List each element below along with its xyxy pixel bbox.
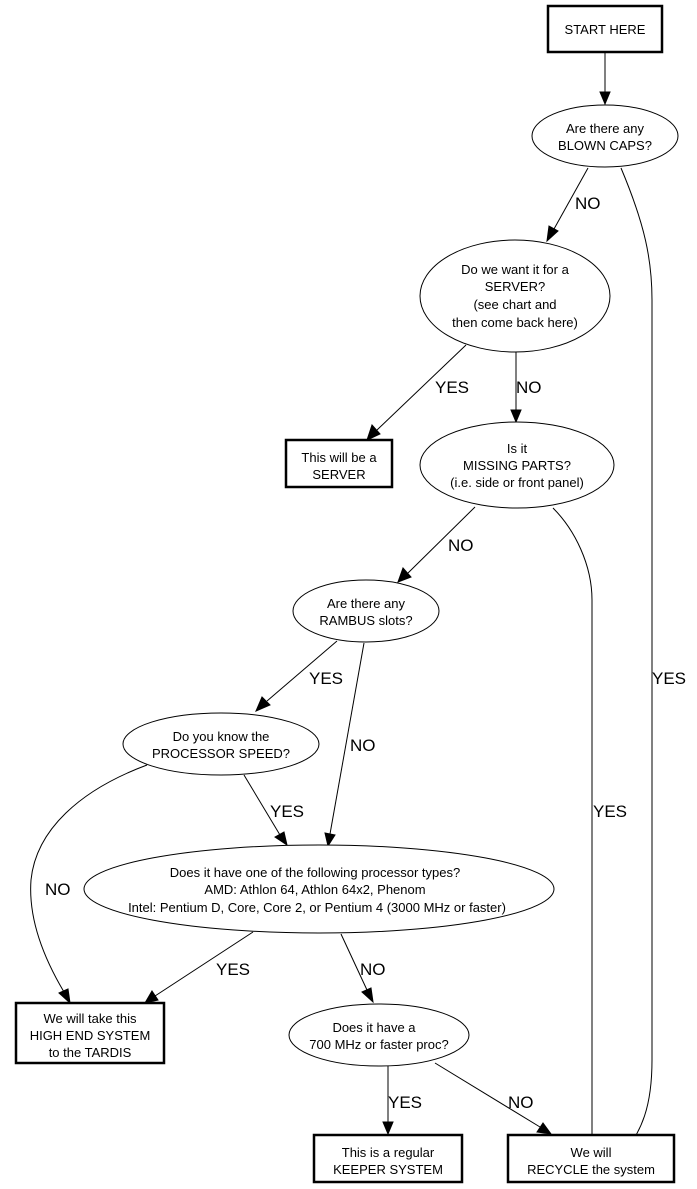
edge-label-blown-caps-yes: YES — [652, 669, 686, 688]
node-missing-parts-line-3: (i.e. side or front panel) — [450, 475, 584, 490]
edge-label-proc-speed-no: NO — [45, 880, 71, 899]
node-processor-speed-line-2: PROCESSOR SPEED? — [152, 746, 290, 761]
node-start-here: START HERE — [546, 4, 664, 54]
edge-label-proc-speed-yes: YES — [270, 802, 304, 821]
edge-blown-caps-no: NO — [546, 167, 601, 243]
node-server-question: Do we want it for a SERVER? (see chart a… — [419, 239, 611, 353]
node-keeper-system: This is a regular KEEPER SYSTEM — [312, 1133, 464, 1184]
edge-proc-speed-no: NO — [30, 764, 148, 1005]
node-recycle: We will RECYCLE the system — [506, 1133, 676, 1184]
edge-missing-parts-yes: YES — [552, 507, 627, 1162]
node-missing-parts: Is it MISSING PARTS? (i.e. side or front… — [419, 421, 615, 509]
edge-label-missing-parts-yes: YES — [593, 802, 627, 821]
edge-missing-parts-no: NO — [397, 506, 476, 583]
edge-proc-types-yes: YES — [143, 931, 254, 1004]
node-recycle-line-1: We will — [571, 1145, 612, 1160]
edge-label-blown-caps-no: NO — [575, 194, 601, 213]
node-missing-parts-line-2: MISSING PARTS? — [463, 458, 571, 473]
node-keeper-system-line-2: KEEPER SYSTEM — [333, 1162, 443, 1177]
node-processor-types-line-3: Intel: Pentium D, Core, Core 2, or Penti… — [128, 900, 506, 915]
node-recycle-line-2: RECYCLE the system — [527, 1162, 655, 1177]
edge-server-no: NO — [510, 351, 542, 424]
node-high-end-system: We will take this HIGH END SYSTEM to the… — [14, 1001, 166, 1065]
node-missing-parts-line-1: Is it — [507, 441, 528, 456]
node-high-end-system-line-1: We will take this — [44, 1011, 137, 1026]
edge-label-rambus-no: NO — [350, 736, 376, 755]
node-processor-types: Does it have one of the following proces… — [83, 844, 555, 934]
edge-label-proc-types-no: NO — [360, 960, 386, 979]
node-processor-speed: Do you know the PROCESSOR SPEED? — [122, 712, 320, 776]
node-server-result: This will be a SERVER — [284, 438, 394, 489]
node-server-question-line-4: then come back here) — [452, 315, 578, 330]
edge-label-700mhz-no: NO — [508, 1093, 534, 1112]
node-server-question-line-3: (see chart and — [473, 297, 556, 312]
node-server-result-line-1: This will be a — [301, 450, 377, 465]
node-processor-types-line-1: Does it have one of the following proces… — [170, 865, 461, 880]
edge-label-server-no: NO — [516, 378, 542, 397]
node-rambus: Are there any RAMBUS slots? — [292, 579, 440, 643]
node-blown-caps-line-1: Are there any — [566, 121, 645, 136]
node-keeper-system-line-1: This is a regular — [342, 1145, 435, 1160]
edge-rambus-no: NO — [324, 642, 376, 848]
node-processor-types-line-2: AMD: Athlon 64, Athlon 64x2, Phenom — [204, 882, 425, 897]
node-700mhz: Does it have a 700 MHz or faster proc? — [288, 1003, 470, 1067]
edge-server-yes: YES — [366, 344, 469, 441]
edge-label-server-yes: YES — [435, 378, 469, 397]
edge-rambus-yes: YES — [255, 640, 343, 712]
node-rambus-line-1: Are there any — [327, 596, 406, 611]
edge-start-to-blown-caps — [599, 53, 611, 106]
node-rambus-line-2: RAMBUS slots? — [319, 613, 412, 628]
edge-label-700mhz-yes: YES — [388, 1093, 422, 1112]
node-server-result-line-2: SERVER — [312, 467, 365, 482]
node-blown-caps-line-2: BLOWN CAPS? — [558, 138, 652, 153]
node-700mhz-line-1: Does it have a — [332, 1020, 416, 1035]
edge-proc-types-no: NO — [340, 933, 386, 1004]
edge-700mhz-no: NO — [434, 1062, 553, 1135]
edge-blown-caps-yes: YES — [619, 167, 686, 1161]
node-high-end-system-line-3: to the TARDIS — [49, 1045, 132, 1060]
node-server-question-line-2: SERVER? — [485, 279, 545, 294]
edge-label-rambus-yes: YES — [309, 669, 343, 688]
node-server-question-line-1: Do we want it for a — [461, 262, 569, 277]
node-processor-speed-line-1: Do you know the — [173, 729, 270, 744]
edge-700mhz-yes: YES — [382, 1066, 422, 1136]
node-700mhz-line-2: 700 MHz or faster proc? — [309, 1037, 448, 1052]
node-high-end-system-line-2: HIGH END SYSTEM — [30, 1028, 151, 1043]
node-start-here-line-1: START HERE — [565, 22, 646, 37]
node-blown-caps: Are there any BLOWN CAPS? — [531, 104, 679, 168]
edge-label-missing-parts-no: NO — [448, 536, 474, 555]
edge-label-proc-types-yes: YES — [216, 960, 250, 979]
edge-proc-speed-yes: YES — [243, 774, 304, 847]
